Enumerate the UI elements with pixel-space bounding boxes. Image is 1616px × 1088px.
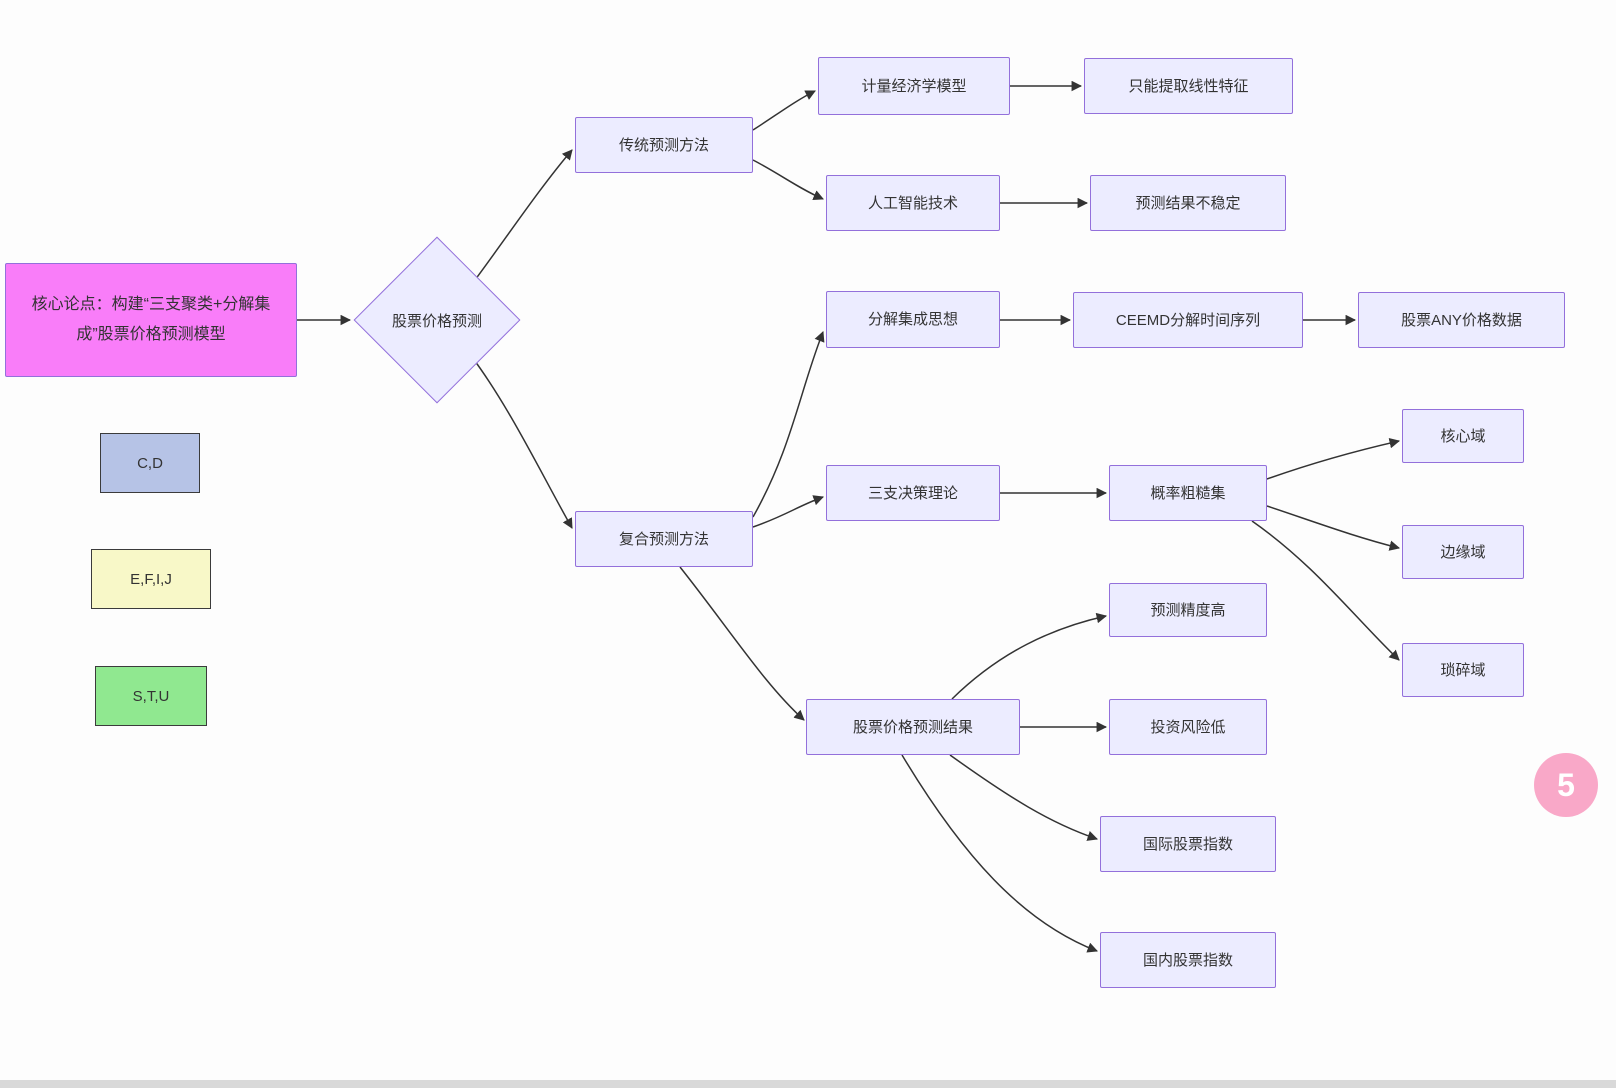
- edge-traditional-to-ai: [752, 159, 824, 200]
- node-label: 预测结果不稳定: [1135, 194, 1241, 212]
- node-three-way-decision-theory[interactable]: 三支决策理论: [826, 465, 1000, 521]
- edge-result-to-domestic: [901, 754, 1098, 953]
- node-only-linear-features[interactable]: 只能提取线性特征: [1084, 58, 1293, 114]
- node-stock-any-price-data[interactable]: 股票ANY价格数据: [1358, 292, 1565, 348]
- node-econometric-model[interactable]: 计量经济学模型: [818, 57, 1010, 115]
- node-label: 分解集成思想: [867, 311, 958, 328]
- node-composite-methods[interactable]: 复合预测方法: [575, 511, 753, 567]
- legend-label: C,D: [137, 454, 163, 472]
- node-ai-technology[interactable]: 人工智能技术: [826, 175, 1000, 231]
- node-high-accuracy[interactable]: 预测精度高: [1109, 583, 1267, 637]
- edge-traditional-to-econometric: [752, 90, 816, 131]
- node-label: 投资风险低: [1150, 718, 1226, 736]
- node-trivial-domain[interactable]: 琐碎域: [1402, 643, 1524, 697]
- legend-box-efij[interactable]: E,F,I,J: [91, 549, 211, 609]
- node-international-stock-index[interactable]: 国际股票指数: [1100, 816, 1276, 872]
- node-probabilistic-rough-set[interactable]: 概率粗糙集: [1109, 465, 1267, 521]
- node-domestic-stock-index[interactable]: 国内股票指数: [1100, 932, 1276, 988]
- edge-roughset-to-core-domain: [1266, 437, 1401, 480]
- node-label: 琐碎域: [1440, 661, 1486, 679]
- node-decision-stock-price-prediction[interactable]: 股票价格预测: [353, 236, 521, 404]
- node-label: 计量经济学模型: [861, 77, 967, 95]
- node-label: 三支决策理论: [867, 484, 958, 502]
- node-label: 股票ANY价格数据: [1401, 311, 1522, 329]
- bottom-window-edge: [0, 1080, 1616, 1088]
- node-unstable-results[interactable]: 预测结果不稳定: [1090, 175, 1286, 231]
- node-label: 只能提取线性特征: [1128, 77, 1249, 95]
- node-traditional-methods[interactable]: 传统预测方法: [575, 117, 753, 173]
- node-edge-domain[interactable]: 边缘域: [1402, 525, 1524, 579]
- node-label: 概率粗糙集: [1150, 484, 1226, 502]
- legend-box-stu[interactable]: S,T,U: [95, 666, 207, 726]
- node-label: CEEMD分解时间序列: [1115, 311, 1261, 329]
- node-label: 复合预测方法: [618, 530, 709, 548]
- edge-result-to-accuracy: [951, 612, 1108, 700]
- edge-result-to-intl: [949, 754, 1098, 841]
- node-prediction-result[interactable]: 股票价格预测结果: [806, 699, 1020, 755]
- node-ceemd-time-series[interactable]: CEEMD分解时间序列: [1073, 292, 1303, 348]
- node-label: 股票价格预测: [391, 312, 482, 330]
- node-low-investment-risk[interactable]: 投资风险低: [1109, 699, 1267, 755]
- badge-label: 5: [1557, 766, 1575, 803]
- node-label: 预测精度高: [1150, 601, 1226, 619]
- edge-composite-to-threeway: [752, 495, 824, 528]
- legend-label: S,T,U: [132, 687, 170, 705]
- legend-label: E,F,I,J: [130, 570, 172, 588]
- node-core-domain[interactable]: 核心域: [1402, 409, 1524, 463]
- node-label: 人工智能技术: [867, 194, 958, 212]
- legend-box-cd[interactable]: C,D: [100, 433, 200, 493]
- edge-roughset-to-trivial-domain: [1251, 520, 1400, 661]
- node-decomposition-ensemble-idea[interactable]: 分解集成思想: [826, 291, 1000, 348]
- edge-roughset-to-edge-domain: [1266, 505, 1401, 551]
- edge-composite-to-decomposition: [752, 331, 825, 518]
- watermark-badge: 5: [1534, 753, 1598, 817]
- node-label: 核心论点：构建“三支聚类+分解集成”股票价格预测模型: [31, 295, 271, 343]
- node-label: 国内股票指数: [1142, 951, 1233, 969]
- node-label: 核心域: [1440, 427, 1486, 445]
- node-label: 股票价格预测结果: [852, 718, 973, 736]
- node-label: 国际股票指数: [1142, 835, 1233, 853]
- node-core-thesis[interactable]: 核心论点：构建“三支聚类+分解集成”股票价格预测模型: [5, 263, 297, 377]
- node-label: 边缘域: [1440, 543, 1486, 561]
- edge-composite-to-result: [679, 566, 805, 721]
- node-label: 传统预测方法: [618, 136, 709, 154]
